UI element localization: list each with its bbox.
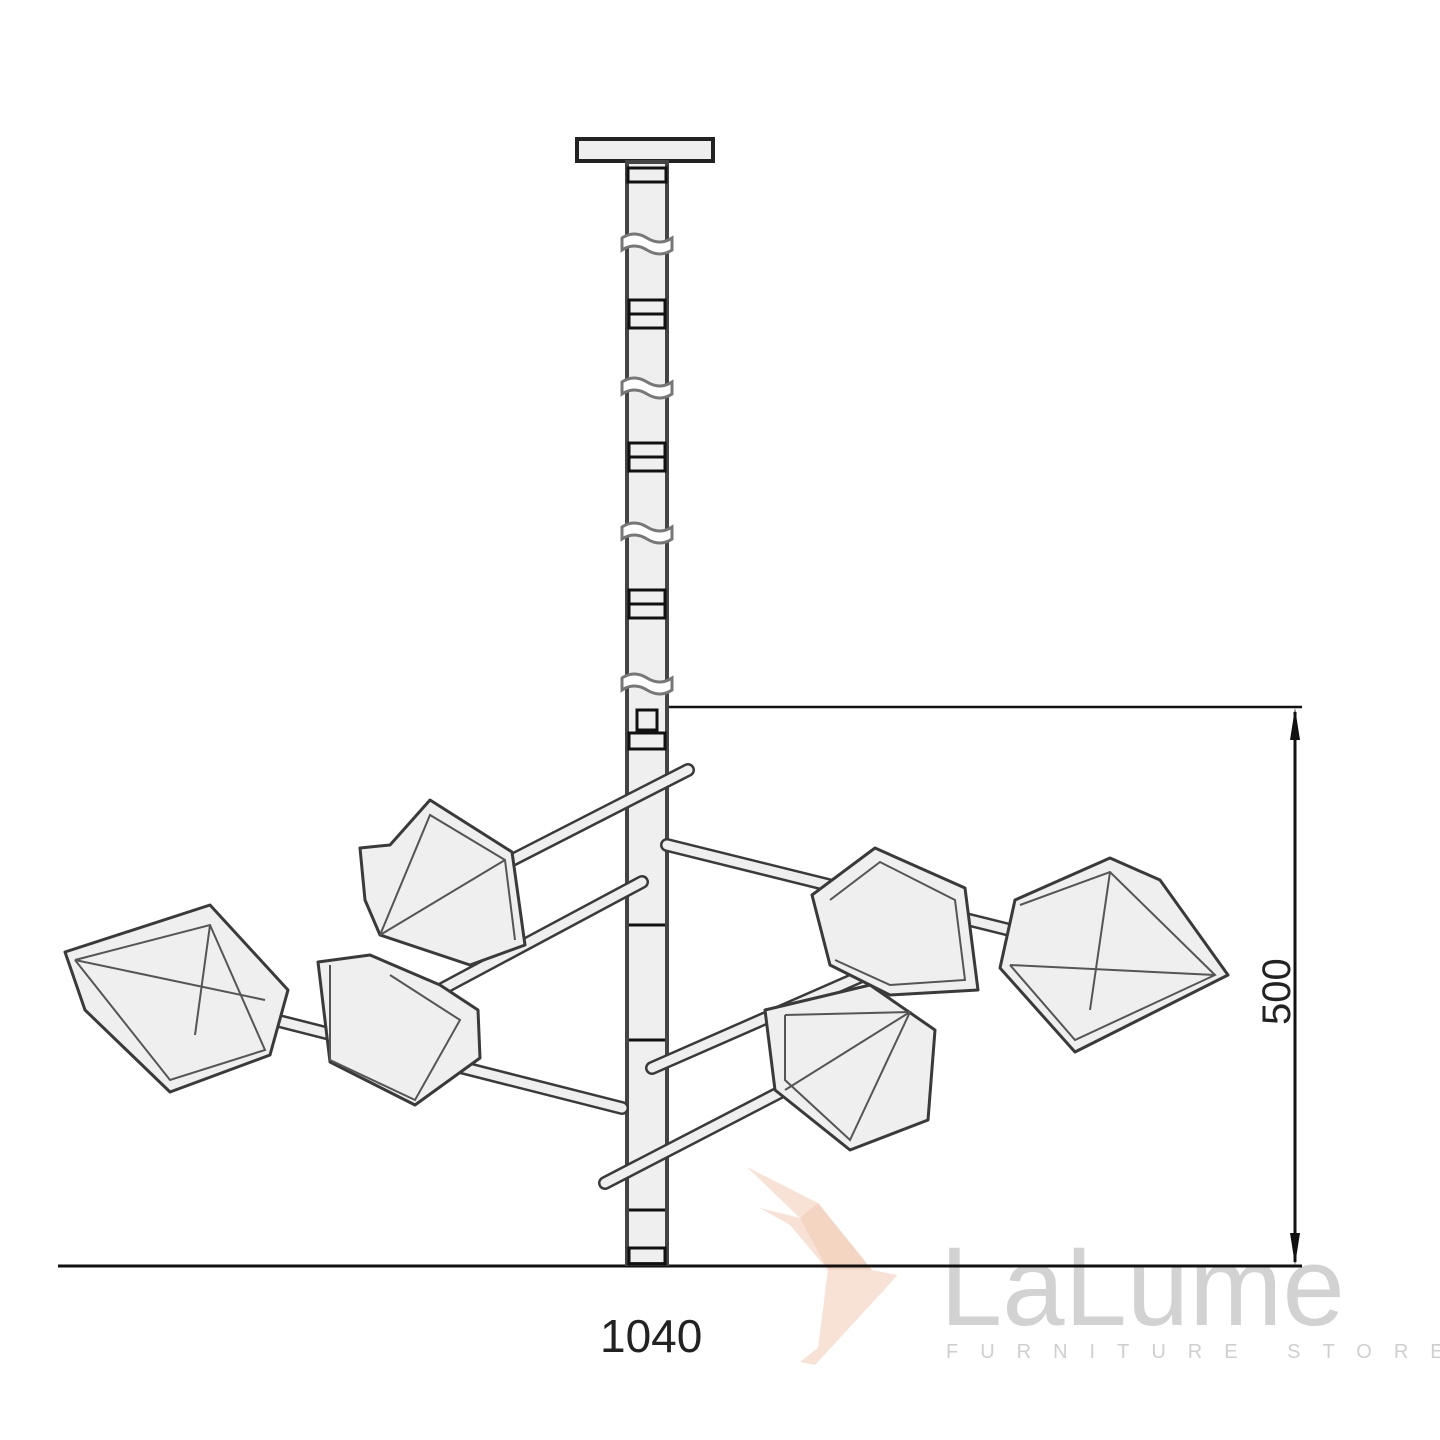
height-label: 500 xyxy=(1255,958,1299,1025)
shade-upper-left xyxy=(358,798,527,967)
width-label: 1040 xyxy=(600,1310,702,1362)
shade-lower-left xyxy=(316,953,482,1107)
logo-wordmark: LaLume xyxy=(940,1224,1345,1349)
arrow-down-icon xyxy=(1290,1233,1300,1265)
center-rod xyxy=(620,160,674,1266)
shade-large-left xyxy=(63,903,290,1094)
shade-lower-right xyxy=(763,983,937,1152)
arrow-up-icon xyxy=(1290,708,1300,740)
logo-tagline: FURNITURE STORE xyxy=(946,1341,1440,1363)
ceiling-canopy xyxy=(575,137,715,163)
shade-upper-right xyxy=(810,846,980,997)
shade-large-right xyxy=(998,856,1230,1054)
